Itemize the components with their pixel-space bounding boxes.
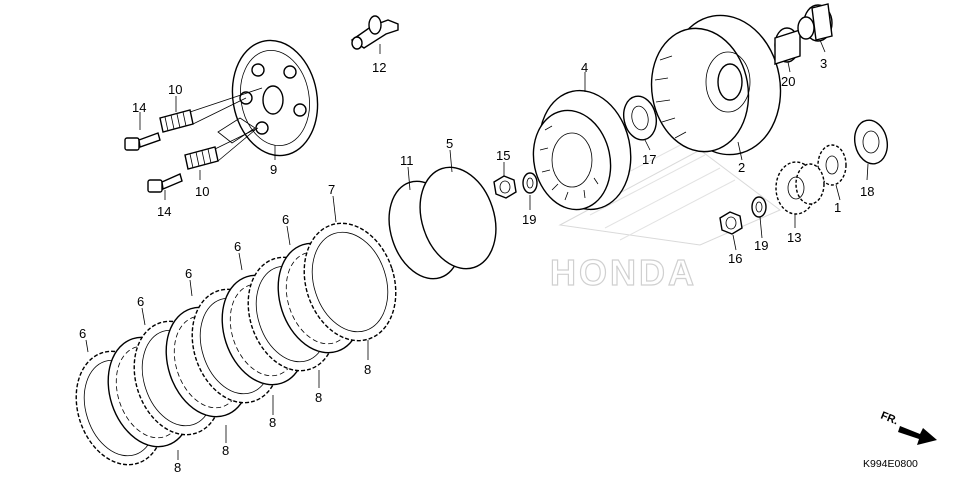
part-17-washer-hole (631, 105, 649, 131)
spring-guide-lines (189, 87, 263, 162)
callout-14b: 14 (157, 204, 171, 219)
front-direction-indicator: FR. (879, 410, 937, 445)
part-4-clutch-center (532, 89, 632, 211)
callout-3: 3 (820, 56, 827, 71)
callout-13: 13 (787, 230, 801, 245)
callout-8e: 8 (174, 460, 181, 475)
callout-14a: 14 (132, 100, 146, 115)
callout-9: 9 (270, 162, 277, 177)
callout-6e: 6 (79, 326, 86, 341)
callout-1: 1 (834, 200, 841, 215)
part-19-washer-lower-hole (755, 201, 763, 213)
watermark-text: HONDA (550, 252, 697, 293)
callout-6d: 6 (137, 294, 144, 309)
part-18-washer-hole (862, 130, 880, 154)
part-19-washer-upper (522, 172, 538, 194)
part-14-bolt-upper (124, 132, 161, 151)
callout-15: 15 (496, 148, 510, 163)
callout-17: 17 (642, 152, 656, 167)
alignment-triangle (217, 117, 256, 144)
honda-watermark: HONDA (549, 139, 781, 294)
part-14-bolt-lower (147, 173, 183, 193)
diagram-code: K994E0800 (863, 458, 918, 470)
part-15-nut (493, 175, 517, 199)
part-19-washer-upper-hole (526, 177, 534, 189)
front-arrow-icon (898, 426, 937, 445)
part-12-pin (350, 15, 399, 50)
leader-lines (85, 39, 869, 460)
part-3-collar (797, 3, 833, 42)
callout-10b: 10 (195, 184, 209, 199)
callout-8a: 8 (364, 362, 371, 377)
part-17-washer (622, 95, 658, 141)
callout-5: 5 (446, 136, 453, 151)
callout-8d: 8 (222, 443, 229, 458)
part-15-nut-hole (499, 180, 511, 194)
callout-6a: 6 (282, 212, 289, 227)
callout-7: 7 (328, 182, 335, 197)
part-18-washer (853, 119, 889, 165)
callout-19a: 19 (522, 212, 536, 227)
callout-10a: 10 (168, 82, 182, 97)
part-5-ring (419, 166, 497, 270)
callout-12: 12 (372, 60, 386, 75)
part-10-spring-upper (159, 109, 194, 133)
callout-8b: 8 (315, 390, 322, 405)
front-label: FR. (879, 410, 900, 428)
callout-11: 11 (400, 153, 414, 168)
clutch-plate-stack (75, 222, 397, 466)
callout-6c: 6 (185, 266, 192, 281)
callout-6b: 6 (234, 239, 241, 254)
part-19-washer-lower (751, 196, 767, 218)
callout-labels: 1 2 3 4 5 6 6 6 6 6 7 8 8 8 8 8 9 10 10 … (79, 56, 874, 475)
callout-20: 20 (781, 74, 795, 89)
callout-2: 2 (738, 160, 745, 175)
part-10-spring-lower (184, 146, 219, 170)
part-2-clutch-outer (650, 14, 782, 156)
callout-16: 16 (728, 251, 742, 266)
part-1-gear (817, 144, 847, 186)
callout-18: 18 (860, 184, 874, 199)
callout-19b: 19 (754, 238, 768, 253)
part-16-nut-hole (725, 216, 737, 230)
part-20-needle-bearing (774, 27, 801, 65)
part-16-nut (719, 211, 743, 235)
part-13-gear (775, 161, 825, 215)
callout-4: 4 (581, 60, 588, 75)
callout-8c: 8 (269, 415, 276, 430)
